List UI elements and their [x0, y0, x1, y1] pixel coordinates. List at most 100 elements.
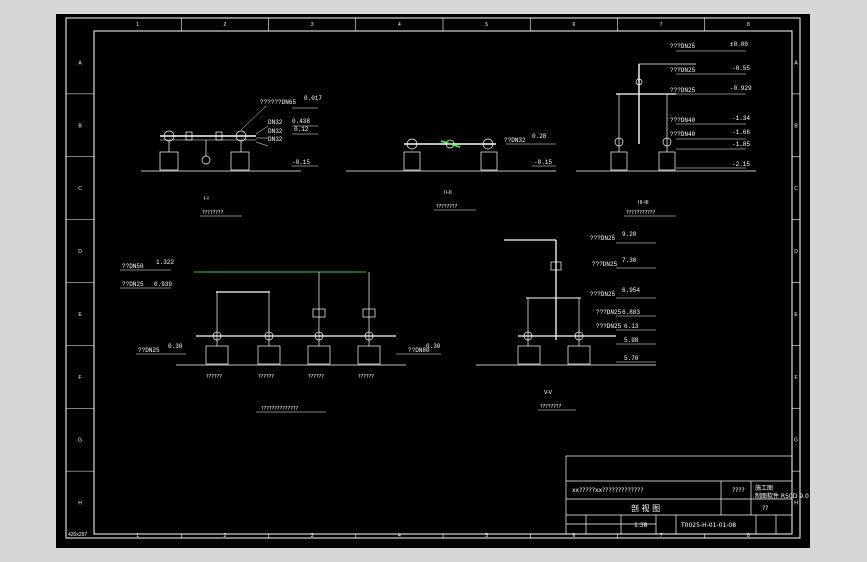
svg-text:??????: ?????? [206, 374, 222, 380]
svg-text:DN32: DN32 [268, 136, 283, 143]
svg-text:???DN25: ???DN25 [670, 67, 696, 74]
zone-label: C [78, 186, 82, 192]
svg-text:??: ?? [762, 505, 768, 512]
zone-label: 6 [572, 22, 575, 28]
svg-text:V-V: V-V [544, 390, 553, 396]
svg-text:???DN25: ???DN25 [596, 323, 622, 330]
svg-text:5.98: 5.98 [624, 337, 639, 344]
zone-label: 4 [398, 533, 401, 539]
svg-text:0.30: 0.30 [168, 343, 183, 350]
svg-text:???????????: ??????????? [626, 210, 656, 216]
svg-text:5.70: 5.70 [624, 355, 639, 362]
svg-text:??????????????: ?????????????? [261, 406, 298, 412]
svg-text:I-I: I-I [204, 196, 209, 202]
sheet-size-label: 420x297 [68, 532, 87, 538]
svg-text:-0.15: -0.15 [534, 159, 552, 166]
view-3-labels: ???DN25 ???DN25 ???DN25 ???DN40 ???DN40 … [624, 41, 752, 217]
svg-text:±0.00: ±0.00 [730, 41, 748, 48]
zone-label: F [78, 375, 81, 381]
svg-text:??DN32: ??DN32 [504, 137, 526, 144]
zone-label: C [794, 186, 798, 192]
view-5-labels: ???DN25 ???DN25 ???DN25 ???DN25 ???DN25 … [538, 231, 640, 411]
svg-text:-0.15: -0.15 [292, 159, 310, 166]
view-4-pump-section [120, 269, 441, 366]
title-block-text: xx?????xx????????????? ???? 施工图 制图软件 R50… [572, 484, 809, 529]
svg-text:剖 视 图: 剖 视 图 [631, 503, 660, 513]
zone-label: E [78, 312, 82, 318]
svg-text:1.322: 1.322 [156, 259, 174, 266]
svg-text:-1.66: -1.66 [732, 129, 750, 136]
svg-text:0.28: 0.28 [532, 133, 547, 140]
zone-label: F [794, 375, 797, 381]
svg-text:DN32: DN32 [268, 119, 283, 126]
svg-text:????????: ???????? [436, 204, 458, 210]
zone-label: H [78, 501, 82, 507]
view-2-labels: ??DN32 0.28 -0.15 II-II ???????? [434, 133, 552, 211]
svg-text:-0.55: -0.55 [732, 65, 750, 72]
svg-text:6.883: 6.883 [622, 309, 640, 316]
outer-border [65, 17, 801, 539]
svg-text:0.438: 0.438 [292, 118, 310, 125]
zone-label: 6 [572, 533, 575, 539]
svg-text:???DN25: ???DN25 [596, 309, 622, 316]
zone-label: G [78, 438, 82, 444]
svg-text:6.13: 6.13 [624, 323, 639, 330]
zone-label: B [78, 123, 82, 129]
zone-label: E [794, 312, 798, 318]
view-3-pump-section [576, 50, 756, 172]
svg-text:??DN25: ??DN25 [138, 347, 160, 354]
svg-text:??????DN65: ??????DN65 [260, 99, 296, 106]
svg-text:??DN80: ??DN80 [408, 347, 430, 354]
svg-text:1:38: 1:38 [634, 522, 648, 529]
zone-label: 4 [398, 22, 401, 28]
svg-text:???DN25: ???DN25 [590, 235, 616, 242]
svg-text:???DN40: ???DN40 [670, 131, 696, 138]
title-block [565, 455, 793, 535]
zone-label: 1 [136, 22, 139, 28]
svg-text:-1.34: -1.34 [732, 115, 750, 122]
svg-text:??????: ?????? [358, 374, 374, 380]
zone-label: D [794, 249, 798, 255]
svg-text:0.939: 0.939 [154, 281, 172, 288]
svg-text:???DN25: ???DN25 [592, 261, 618, 268]
view-1-labels: ??????DN65 DN32 DN32 DN32 0.017 0.438 0.… [200, 95, 322, 217]
zone-label: 2 [223, 533, 226, 539]
svg-text:施工图: 施工图 [755, 484, 773, 492]
svg-text:????: ???? [732, 487, 745, 494]
zone-label: 8 [747, 533, 750, 539]
svg-text:T0025-H-01-01-08: T0025-H-01-01-08 [680, 522, 736, 529]
zone-label: 8 [747, 22, 750, 28]
svg-text:-0.929: -0.929 [730, 85, 752, 92]
zone-label: 3 [311, 22, 314, 28]
svg-text:??????: ?????? [308, 374, 324, 380]
zone-label: H [794, 501, 798, 507]
svg-text:???DN25: ???DN25 [670, 43, 696, 50]
svg-text:??DN50: ??DN50 [122, 263, 144, 270]
svg-text:??DN25: ??DN25 [122, 281, 144, 288]
svg-text:xx?????xx?????????????: xx?????xx????????????? [572, 487, 644, 494]
zone-ticks [66, 18, 800, 538]
svg-text:DN32: DN32 [268, 128, 283, 135]
svg-text:0.30: 0.30 [426, 343, 441, 350]
svg-text:III-III: III-III [638, 200, 649, 206]
zone-label: B [794, 123, 798, 129]
view-2-pump-section [346, 138, 556, 172]
svg-text:??????: ?????? [258, 374, 274, 380]
zone-label: A [794, 60, 798, 66]
zone-label: D [78, 249, 82, 255]
view-4-labels: ??DN50 ??DN25 1.322 0.939 ??DN25 0.30 ??… [122, 259, 441, 413]
zone-label: 3 [311, 533, 314, 539]
view-1-pump-section [141, 105, 318, 172]
svg-text:7.30: 7.30 [622, 257, 637, 264]
svg-text:????????: ???????? [202, 210, 224, 216]
svg-text:0.12: 0.12 [294, 126, 309, 133]
zone-label: 7 [660, 533, 663, 539]
zone-label: 5 [485, 533, 488, 539]
svg-text:-1.85: -1.85 [732, 141, 750, 148]
zone-label: 5 [485, 22, 488, 28]
svg-text:???DN25: ???DN25 [670, 87, 696, 94]
svg-text:-2.15: -2.15 [732, 161, 750, 168]
